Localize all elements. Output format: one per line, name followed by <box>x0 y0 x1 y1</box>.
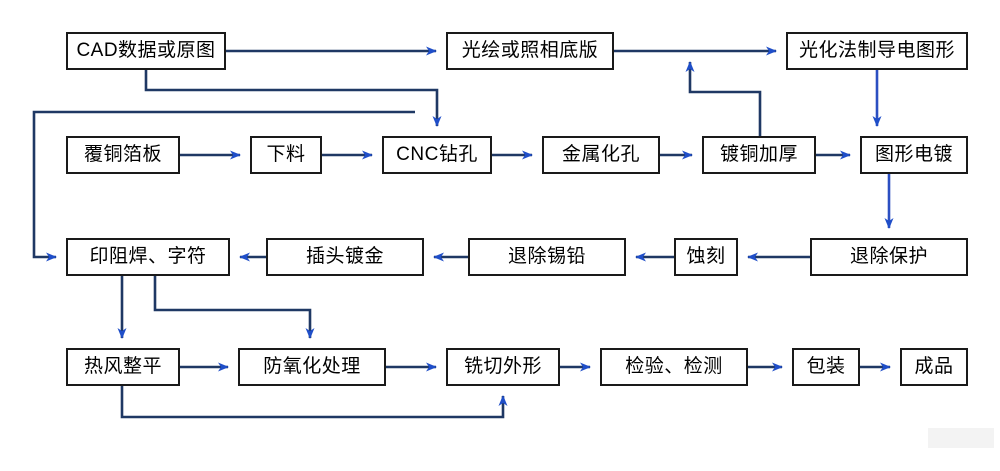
node-etching[interactable]: 蚀刻 <box>674 238 738 276</box>
node-anti-oxidation[interactable]: 防氧化处理 <box>238 348 386 386</box>
node-profile-milling-label: 铣切外形 <box>463 355 542 377</box>
edge-solder-to-antiox <box>153 276 315 339</box>
node-photoplot-label: 光绘或照相底版 <box>461 39 599 61</box>
node-pattern-plating[interactable]: 图形电镀 <box>860 136 968 174</box>
node-anti-oxidation-label: 防氧化处理 <box>263 355 361 377</box>
node-cnc-drilling-label: CNC钻孔 <box>396 143 478 165</box>
node-cad[interactable]: CAD数据或原图 <box>66 32 226 70</box>
node-cad-label: CAD数据或原图 <box>76 39 216 61</box>
node-copper-clad-laminate-label: 覆铜箔板 <box>83 143 162 165</box>
edge-clad-loop-to-solder <box>32 110 415 262</box>
node-resist-stripping[interactable]: 退除保护 <box>810 238 968 276</box>
node-finished-product[interactable]: 成品 <box>900 348 968 386</box>
node-packaging-label: 包装 <box>806 355 846 377</box>
node-tin-lead-stripping[interactable]: 退除锡铅 <box>468 238 626 276</box>
node-photochem[interactable]: 光化法制导电图形 <box>786 32 968 70</box>
node-profile-milling[interactable]: 铣切外形 <box>446 348 560 386</box>
node-hole-metallization[interactable]: 金属化孔 <box>542 136 660 174</box>
node-cutting[interactable]: 下料 <box>250 136 322 174</box>
node-pattern-plating-label: 图形电镀 <box>874 143 953 165</box>
node-solder-mask-legend-label: 印阻焊、字符 <box>89 245 207 267</box>
node-gold-finger-plating-label: 插头镀金 <box>305 245 384 267</box>
edge-hasl-feedback-to-mill <box>120 386 508 419</box>
edge-cad-to-cnc <box>144 70 442 127</box>
edge-thicken-feedback-to-photoplot <box>685 61 762 136</box>
node-finished-product-label: 成品 <box>914 355 954 377</box>
node-photoplot[interactable]: 光绘或照相底版 <box>446 32 614 70</box>
node-tin-lead-stripping-label: 退除锡铅 <box>507 245 586 267</box>
node-cnc-drilling[interactable]: CNC钻孔 <box>382 136 492 174</box>
watermark-bar <box>928 428 994 448</box>
node-photochem-label: 光化法制导电图形 <box>798 39 955 61</box>
node-copper-thickening[interactable]: 镀铜加厚 <box>702 136 816 174</box>
node-hole-metallization-label: 金属化孔 <box>561 143 640 165</box>
node-gold-finger-plating[interactable]: 插头镀金 <box>266 238 424 276</box>
node-hot-air-leveling[interactable]: 热风整平 <box>66 348 180 386</box>
node-cutting-label: 下料 <box>266 143 306 165</box>
node-copper-clad-laminate[interactable]: 覆铜箔板 <box>66 136 180 174</box>
node-inspection-testing[interactable]: 检验、检测 <box>600 348 748 386</box>
node-copper-thickening-label: 镀铜加厚 <box>719 143 798 165</box>
node-packaging[interactable]: 包装 <box>792 348 860 386</box>
node-etching-label: 蚀刻 <box>686 245 726 267</box>
node-resist-stripping-label: 退除保护 <box>849 245 928 267</box>
node-hot-air-leveling-label: 热风整平 <box>83 355 162 377</box>
node-solder-mask-legend[interactable]: 印阻焊、字符 <box>66 238 230 276</box>
node-inspection-testing-label: 检验、检测 <box>625 355 723 377</box>
